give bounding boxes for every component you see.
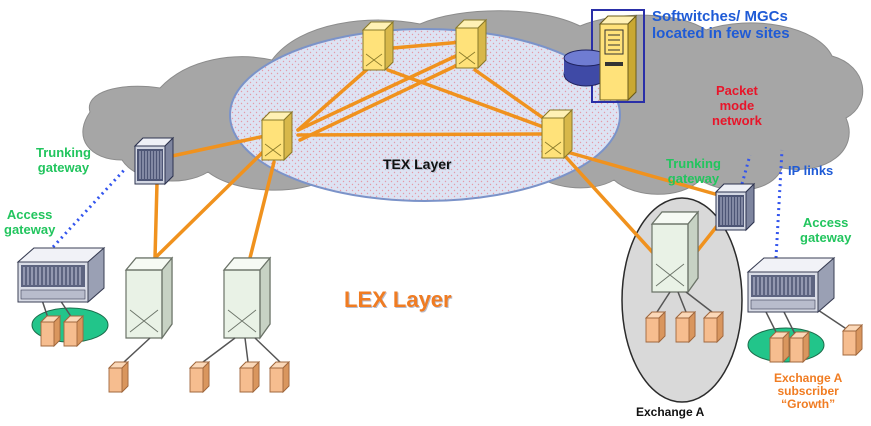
terminal [63,315,84,347]
tex-switch-4 [541,109,573,159]
terminal [239,361,260,393]
lex-switch-2 [223,257,271,339]
trunking-gateway-left-label: Trunking gateway [36,145,91,175]
lex-switch-1 [125,257,173,339]
terminal [703,311,724,343]
terminal [108,361,129,393]
access-gateway-right [747,257,835,313]
access-gateway-left [17,247,105,303]
exchange-a-subscriber-label: Exchange A subscriber “Growth” [774,371,843,412]
ip-links [51,149,784,259]
access-gateway-right-label: Access gateway [800,215,852,245]
trunking-gateway-right-label: Trunking gateway [666,156,721,186]
ip-links-label: IP links [788,163,834,178]
lex-layer-label: LEX Layer [344,287,452,312]
softswitches-label: Softwitches/ MGCs located in few sites [652,8,790,43]
tex-switch-3 [455,19,487,69]
subscriber-links [41,291,849,363]
terminal [769,331,790,363]
terminal [675,311,696,343]
trunk-links [153,40,727,268]
terminal [645,311,666,343]
terminal [789,331,810,363]
tex-switch-1 [261,111,293,161]
packet-network-label: Packet mode network [712,83,762,128]
terminal [189,361,210,393]
trunking-gateway-left [134,137,174,185]
tex-layer-label: TEX Layer [383,156,452,172]
access-gateway-left-label: Access gateway [4,207,56,237]
terminal [269,361,290,393]
tex-switch-2 [362,21,394,71]
exchange-a-label: Exchange A [636,405,705,419]
exchange-a-switch [651,211,699,293]
softswitch-server [563,9,645,103]
trunking-gateway-right [715,183,755,231]
terminal [842,324,863,356]
terminal [40,315,61,347]
